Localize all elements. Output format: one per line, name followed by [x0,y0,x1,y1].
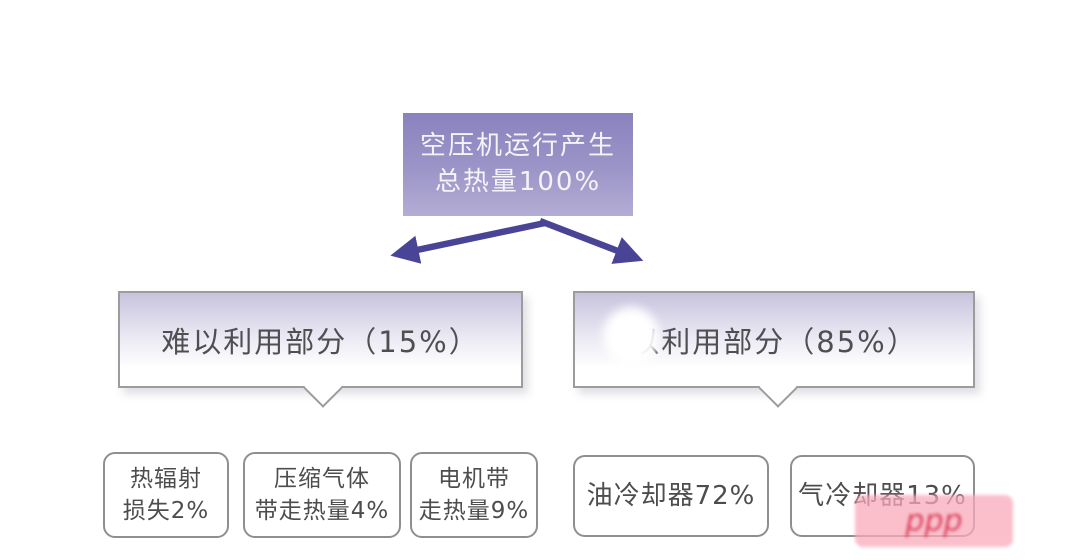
branch-left-pointer [303,368,343,408]
branch-usable-label: 以利用部分（85%） [630,324,918,359]
leaf-motor-heat-line1: 电机带 [438,465,510,492]
arrow-to-right-branch [538,217,644,264]
root-node-line2: 总热量100% [434,166,602,197]
root-node-line1: 空压机运行产生 [419,131,616,162]
leaf-oil-cooler: 油冷却器72% [573,455,769,537]
leaf-compressed-gas-heat: 压缩气体 带走热量4% [243,452,401,538]
watermark: ppp [855,495,1013,547]
branch-right-pointer [758,368,798,408]
leaf-heat-radiation-loss: 热辐射 损失2% [103,452,229,538]
leaf-oil-cooler-label: 油冷却器72% [586,480,756,511]
root-node-total-heat: 空压机运行产生 总热量100% [403,113,633,216]
leaf-motor-heat-line2: 走热量9% [418,498,530,524]
leaf-compressed-gas-line2: 带走热量4% [254,498,390,524]
branch-hard-to-use-label: 难以利用部分（15%） [161,324,480,359]
branch-node-usable: 以利用部分（85%） [573,291,975,408]
leaf-heat-radiation-line2: 损失2% [122,498,210,524]
leaf-compressed-gas-line1: 压缩气体 [274,465,370,492]
watermark-text: ppp [905,503,963,539]
leaf-heat-radiation-line1: 热辐射 [130,465,202,492]
leaf-motor-heat: 电机带 走热量9% [410,452,538,538]
white-smudge [603,307,659,365]
branch-node-hard-to-use: 难以利用部分（15%） [118,291,523,408]
arrow-to-left-branch [390,219,546,264]
